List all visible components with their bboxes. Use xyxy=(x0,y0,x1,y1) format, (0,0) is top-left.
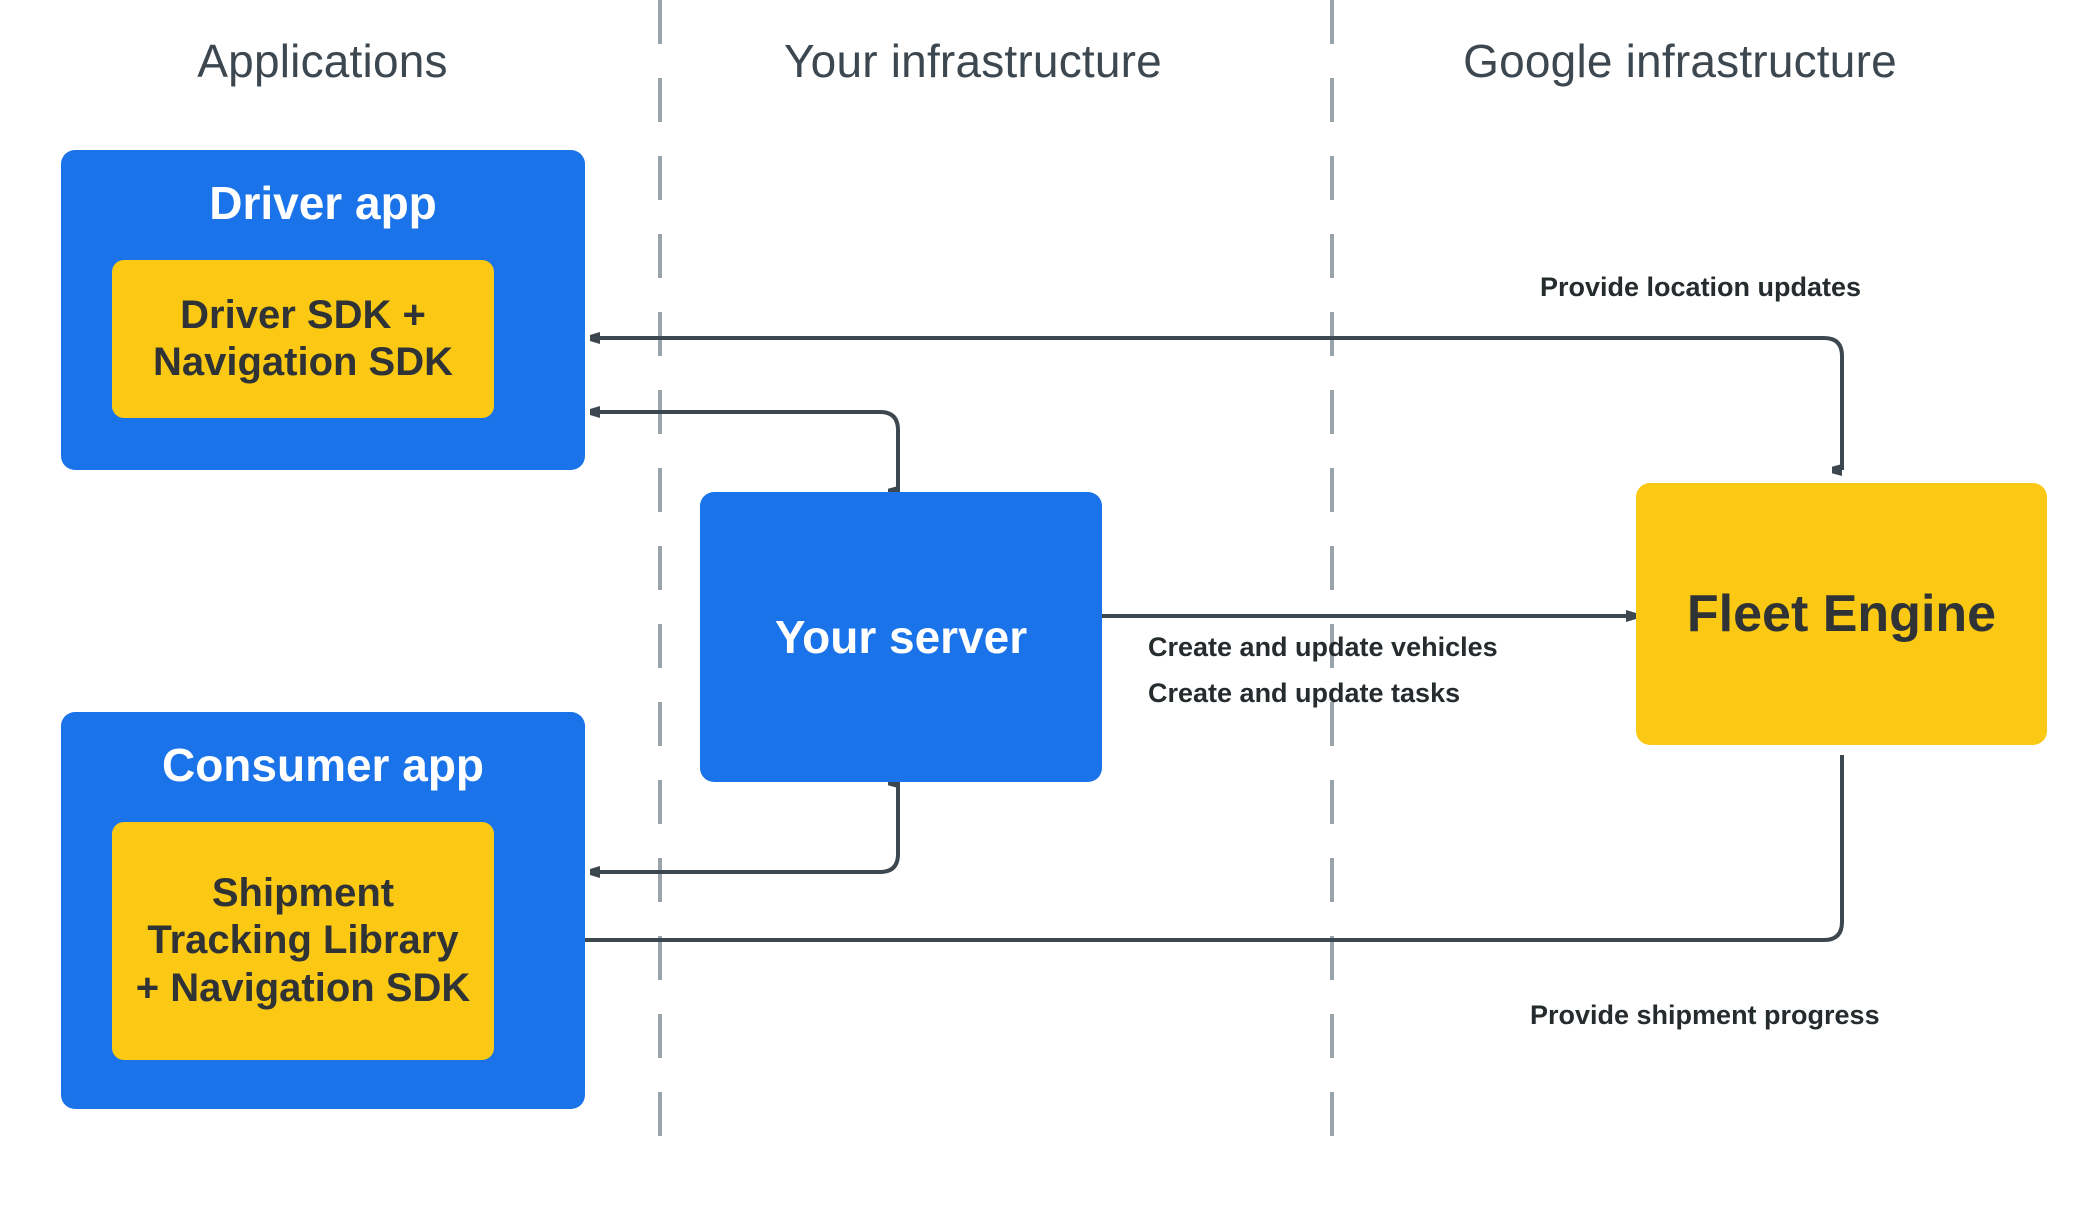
consumer-sdk-line-3: + Navigation SDK xyxy=(135,965,471,1010)
edge-label-provide-shipment-progress: Provide shipment progress xyxy=(1530,1000,1880,1030)
edge-server-driver-app xyxy=(600,412,900,492)
driver-sdk-line-1: Driver SDK + xyxy=(180,292,426,337)
edge-provide-location-updates xyxy=(600,338,1844,470)
your-server-title: Your server xyxy=(774,611,1028,663)
node-fleet-engine[interactable]: Fleet Engine xyxy=(1636,483,2047,745)
driver-sdk-line-2: Navigation SDK xyxy=(152,340,454,384)
column-header-applications: Applications xyxy=(197,35,448,87)
edge-label-create-and-update-vehicles: Create and update vehicles xyxy=(1148,632,1498,662)
driver-app-title: Driver app xyxy=(209,177,437,229)
edge-server-consumer-app xyxy=(600,782,900,872)
fleet-engine-title: Fleet Engine xyxy=(1686,585,1997,643)
consumer-sdk-line-2: Tracking Library xyxy=(147,918,459,963)
edge-label-create-and-update-tasks: Create and update tasks xyxy=(1148,678,1461,708)
node-consumer-app[interactable]: Consumer app Shipment Tracking Library +… xyxy=(61,712,585,1109)
node-driver-app[interactable]: Driver app Driver SDK + Navigation SDK xyxy=(61,150,585,470)
node-driver-sdk[interactable]: Driver SDK + Navigation SDK xyxy=(112,260,494,418)
consumer-sdk-line-1: Shipment xyxy=(211,871,395,916)
column-header-google-infrastructure: Google infrastructure xyxy=(1463,35,1897,87)
column-header-your-infrastructure: Your infrastructure xyxy=(784,35,1162,87)
edge-provide-shipment-progress xyxy=(555,755,1844,940)
node-shipment-tracking-library[interactable]: Shipment Tracking Library + Navigation S… xyxy=(112,822,494,1060)
consumer-app-title: Consumer app xyxy=(161,739,485,791)
edge-label-provide-location-updates: Provide location updates xyxy=(1540,272,1862,302)
node-your-server[interactable]: Your server xyxy=(700,492,1102,782)
